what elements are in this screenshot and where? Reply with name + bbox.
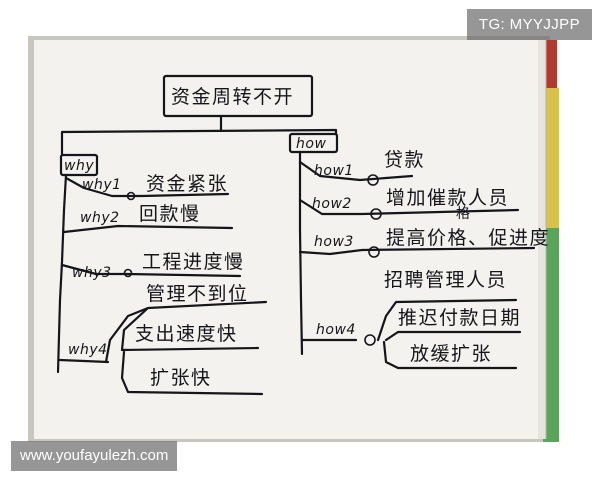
how-label: how — [296, 136, 326, 152]
how4-bracket — [376, 298, 522, 370]
why1-node — [126, 191, 136, 201]
how3-node — [368, 246, 380, 258]
how-trunk — [298, 150, 304, 356]
why4-label: why4 — [68, 342, 108, 358]
how1-node — [367, 174, 379, 186]
watermark-tg: TG: MYYJJPP — [466, 9, 592, 40]
green-edge — [543, 228, 559, 442]
yellow-edge — [543, 88, 559, 228]
why2-label: why2 — [80, 210, 120, 226]
why2-branch — [62, 224, 234, 234]
why4-child-1: 管理不到位 — [146, 283, 249, 305]
why1-branch — [64, 176, 230, 198]
why-trunk — [56, 173, 68, 374]
how4-child-3: 放缓扩张 — [410, 343, 492, 365]
how4-label: how4 — [316, 322, 356, 338]
watermark-site: www.youfayulezh.com — [11, 441, 178, 471]
why4-branch — [58, 358, 110, 364]
how2-node — [370, 208, 382, 220]
why3-node — [123, 268, 133, 278]
how4-node — [364, 334, 376, 346]
root-connector — [60, 114, 338, 156]
how2-text: 增加催款人员 — [386, 187, 509, 209]
why3-label: why3 — [72, 265, 112, 281]
paper-sheet — [34, 40, 547, 439]
why4-child-3: 扩张快 — [150, 367, 212, 389]
how1-label: how1 — [314, 163, 354, 179]
how2-label: how2 — [312, 196, 352, 212]
why-box — [59, 153, 99, 177]
why2-text: 回款慢 — [139, 203, 201, 225]
why3-text: 工程进度慢 — [142, 251, 245, 273]
why4-child-2: 支出速度快 — [135, 323, 238, 345]
how1-branch — [298, 160, 414, 182]
how4-child-1: 招聘管理人员 — [384, 269, 507, 291]
how2-branch — [298, 198, 520, 216]
root-box — [162, 74, 314, 118]
how4-child-2: 推迟付款日期 — [398, 307, 521, 329]
how3-note: 格 — [456, 206, 470, 222]
how1-text: 贷款 — [384, 149, 425, 171]
how3-label: how3 — [314, 234, 354, 250]
why1-label: why1 — [82, 177, 122, 193]
why3-branch — [60, 263, 242, 278]
why1-text: 资金紧张 — [146, 173, 228, 195]
how3-branch — [298, 246, 536, 256]
how3-text: 提高价格、促进度 — [386, 227, 550, 249]
why4-bracket — [104, 300, 268, 396]
why-label: why — [64, 158, 94, 174]
how-box — [288, 132, 339, 154]
root-text: 资金周转不开 — [171, 86, 294, 108]
